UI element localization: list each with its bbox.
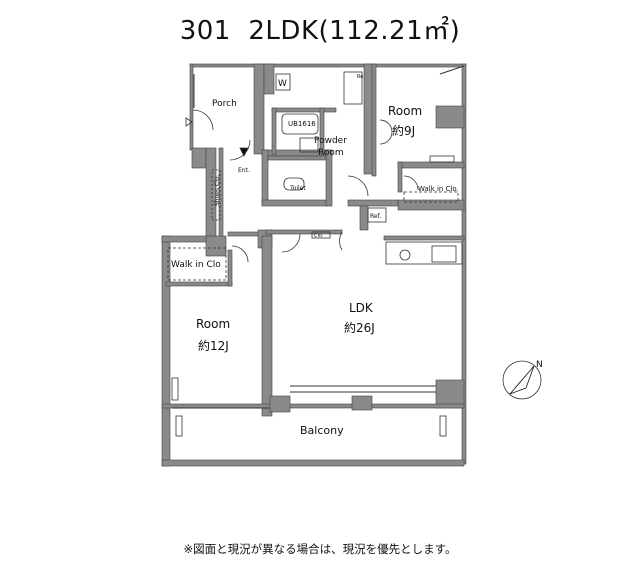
room1-size: 約9J	[392, 123, 415, 138]
compass-label: N	[536, 360, 543, 370]
room2-name: Room	[196, 317, 230, 331]
ldk-size: 約26J	[344, 320, 375, 335]
walk-in-closet-2-label: Walk in Clo	[171, 260, 221, 270]
walk-in-closet-1-label: Walk in Clo.	[418, 185, 459, 193]
floor-area: (112.21㎡)	[318, 16, 461, 46]
toilet-label: Toilet	[289, 185, 306, 192]
washer-label: W	[278, 79, 287, 89]
ldk-name: LDK	[349, 301, 374, 315]
window-lines	[172, 65, 465, 409]
balcony-label: Balcony	[300, 424, 344, 437]
room2-size: 約12J	[198, 338, 229, 353]
small-ref-label: Re	[357, 74, 363, 80]
shoes-closet-label: Shoes Clo.	[214, 175, 221, 206]
room-labels: Porch Ent. Shoes Clo. W Re UB1616 Powder…	[171, 74, 459, 437]
floor-plan-title: 301 2LDK(112.21㎡)	[0, 10, 640, 47]
compass-icon: N	[502, 360, 543, 400]
footnote: ※図面と現況が異なる場合は、現況を優先とします。	[183, 542, 457, 556]
powder-room-line2: Room	[318, 148, 344, 158]
room1-name: Room	[388, 104, 422, 118]
door-swings	[192, 109, 419, 263]
porch-label: Porch	[212, 99, 237, 109]
unit-number: 301	[179, 16, 231, 46]
bath-label: UB1616	[288, 120, 316, 128]
refrigerator-label: Ref.	[370, 213, 381, 220]
powder-room-line1: Powder	[314, 136, 347, 146]
layout-type: 2LDK	[248, 16, 319, 46]
entrance-label: Ent.	[238, 167, 250, 174]
fixtures	[167, 71, 463, 437]
storage-label: Clo.	[314, 233, 324, 239]
